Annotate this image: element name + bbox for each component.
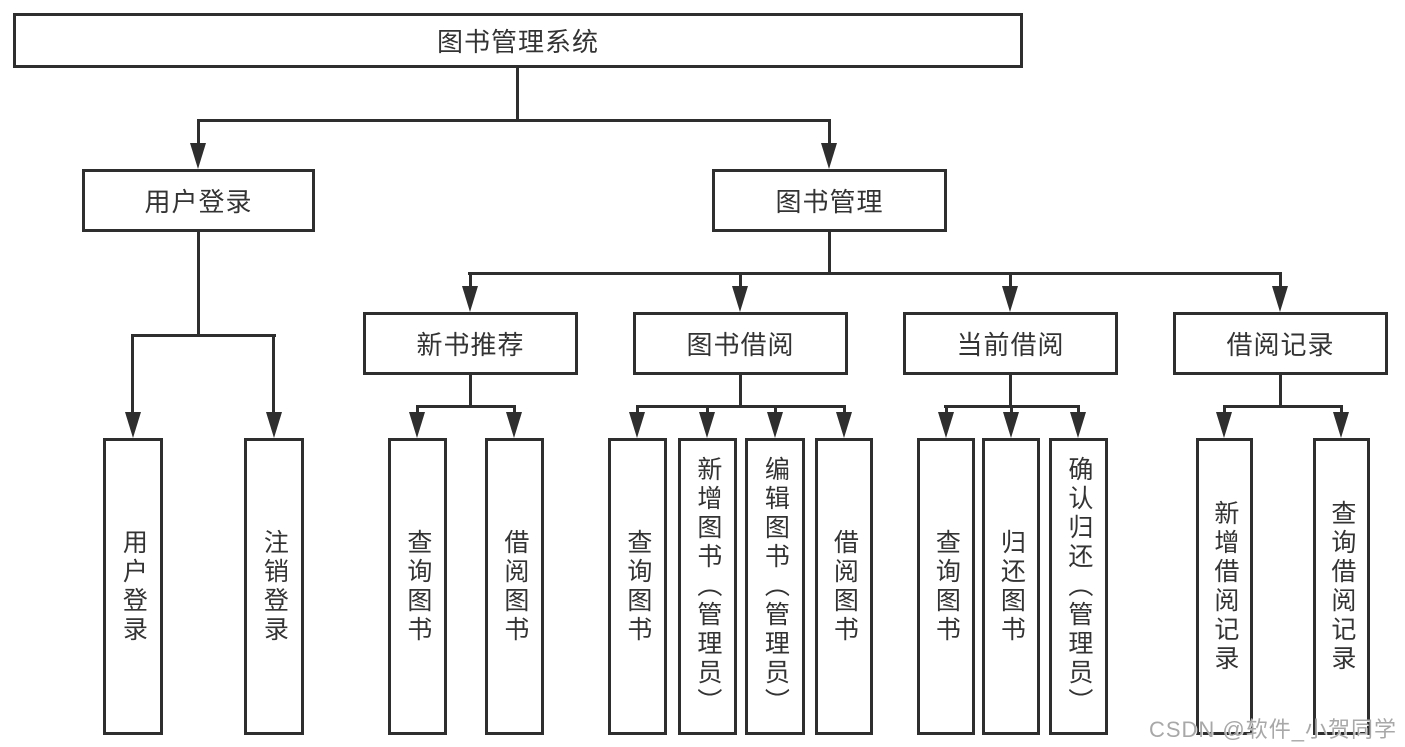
connector-drop-login-leaf1 [131, 334, 134, 414]
connector-drop-sec4 [1279, 272, 1282, 289]
leaf-borrow-books-2: 借阅图书 [815, 438, 873, 735]
connector-drop-user-login [197, 119, 200, 146]
node-new-book-recommend: 新书推荐 [363, 312, 578, 375]
connector-sec2-branch [636, 405, 846, 408]
connector-drop-leaf [706, 405, 709, 415]
leaf-label: 归还图书 [997, 528, 1026, 645]
leaf-label: 用户登录 [119, 528, 148, 645]
arrowhead-leaf [836, 412, 852, 438]
leaf-user-login: 用户登录 [103, 438, 163, 735]
leaf-query-books-1: 查询图书 [388, 438, 447, 735]
node-user-login-label: 用户登录 [144, 187, 253, 217]
connector-drop-leaf [1223, 405, 1226, 415]
connector-drop-leaf [416, 405, 419, 415]
leaf-label: 注销登录 [260, 528, 289, 645]
connector-sec1-stem [469, 375, 472, 407]
leaf-add-borrow-record: 新增借阅记录 [1196, 438, 1253, 735]
node-user-login: 用户登录 [82, 169, 315, 232]
leaf-confirm-return-admin: 确认归还（管理员） [1049, 438, 1108, 735]
arrowhead-book-management [821, 143, 837, 169]
node-label: 新书推荐 [416, 330, 525, 360]
arrowhead-sec1 [462, 286, 478, 312]
connector-user-login-branch [131, 334, 276, 337]
connector-drop-leaf [513, 405, 516, 415]
connector-sec3-stem [1009, 375, 1012, 407]
connector-drop-leaf [1077, 405, 1080, 415]
connector-sec2-stem [739, 375, 742, 407]
leaf-label: 查询图书 [403, 528, 432, 645]
connector-sec4-stem [1279, 375, 1282, 407]
arrowhead-leaf [767, 412, 783, 438]
arrowhead-user-login [190, 143, 206, 169]
arrowhead-leaf [506, 412, 522, 438]
arrowhead-sec4 [1272, 286, 1288, 312]
connector-drop-leaf [945, 405, 948, 415]
connector-level3-branch [468, 272, 1282, 275]
arrowhead-sec3 [1002, 286, 1018, 312]
connector-drop-leaf [1010, 405, 1013, 415]
arrowhead-leaf [1070, 412, 1086, 438]
connector-drop-sec2 [739, 272, 742, 289]
arrowhead-login-leaf1 [125, 412, 141, 438]
arrowhead-leaf [1333, 412, 1349, 438]
arrowhead-login-leaf2 [266, 412, 282, 438]
connector-root-stem [516, 68, 519, 120]
leaf-edit-book-admin: 编辑图书（管理员） [745, 438, 805, 735]
connector-drop-login-leaf2 [272, 334, 275, 414]
leaf-label: 借阅图书 [500, 528, 529, 645]
leaf-label: 新增借阅记录 [1210, 499, 1239, 674]
node-current-borrow: 当前借阅 [903, 312, 1118, 375]
node-root-label: 图书管理系统 [436, 27, 599, 57]
leaf-label: 新增图书（管理员） [693, 456, 722, 717]
leaf-query-books-3: 查询图书 [917, 438, 975, 735]
leaf-borrow-books-1: 借阅图书 [485, 438, 544, 735]
arrowhead-sec2 [732, 286, 748, 312]
connector-user-login-stem [197, 232, 200, 336]
node-book-management-label: 图书管理 [775, 187, 884, 217]
leaf-label: 确认归还（管理员） [1064, 456, 1093, 717]
connector-level1-branch [197, 119, 831, 122]
arrowhead-leaf [938, 412, 954, 438]
node-book-borrow: 图书借阅 [633, 312, 848, 375]
connector-drop-sec3 [1009, 272, 1012, 289]
node-label: 借阅记录 [1226, 330, 1335, 360]
csdn-watermark: CSDN @软件_小贺同学 [1148, 717, 1397, 742]
arrowhead-leaf [629, 412, 645, 438]
arrowhead-leaf [1216, 412, 1232, 438]
connector-drop-leaf [636, 405, 639, 415]
arrowhead-leaf [409, 412, 425, 438]
arrowhead-leaf [1003, 412, 1019, 438]
connector-sec4-branch [1223, 405, 1343, 408]
connector-drop-book-management [828, 119, 831, 146]
node-root: 图书管理系统 [13, 13, 1023, 68]
leaf-query-borrow-record: 查询借阅记录 [1313, 438, 1370, 735]
leaf-add-book-admin: 新增图书（管理员） [678, 438, 737, 735]
node-borrow-records: 借阅记录 [1173, 312, 1388, 375]
connector-drop-sec1 [469, 272, 472, 289]
connector-book-management-stem [828, 232, 831, 274]
arrowhead-leaf [699, 412, 715, 438]
connector-drop-leaf [774, 405, 777, 415]
leaf-label: 编辑图书（管理员） [761, 456, 790, 717]
node-book-management: 图书管理 [712, 169, 947, 232]
node-label: 图书借阅 [686, 330, 795, 360]
leaf-return-book: 归还图书 [982, 438, 1040, 735]
leaf-label: 查询图书 [623, 528, 652, 645]
node-label: 当前借阅 [956, 330, 1065, 360]
leaf-label: 借阅图书 [830, 528, 859, 645]
connector-drop-leaf [843, 405, 846, 415]
connector-drop-leaf [1340, 405, 1343, 415]
leaf-logout: 注销登录 [244, 438, 304, 735]
leaf-query-books-2: 查询图书 [608, 438, 667, 735]
connector-sec1-branch [416, 405, 516, 408]
leaf-label: 查询借阅记录 [1327, 499, 1356, 674]
leaf-label: 查询图书 [932, 528, 961, 645]
